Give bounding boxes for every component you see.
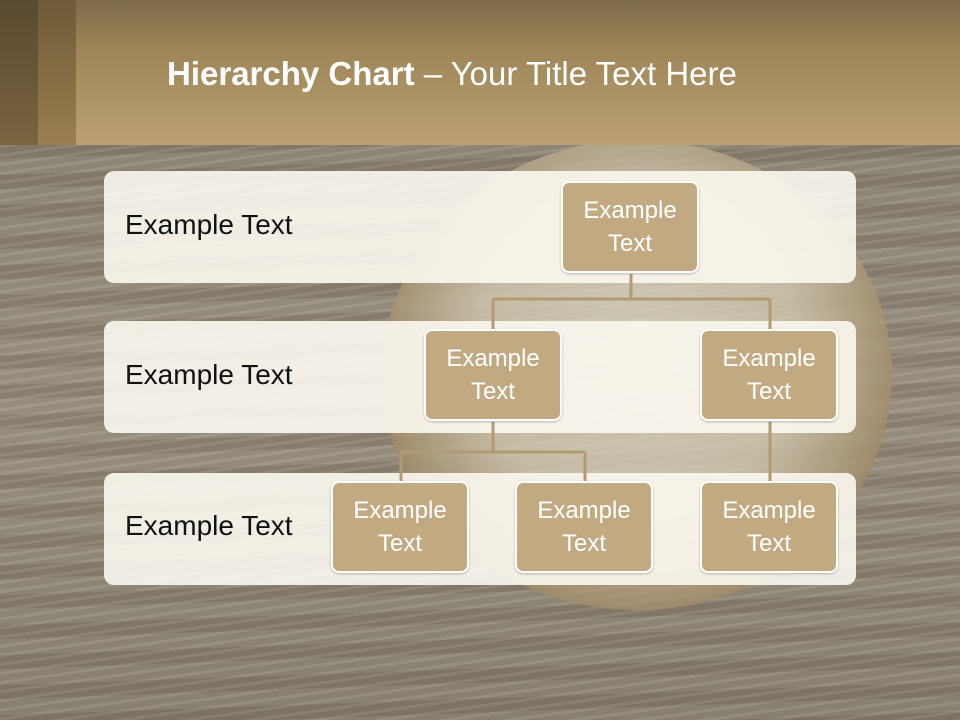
node-root[interactable]: Example Text (561, 181, 699, 273)
node-mid-left-label: Example Text (446, 345, 540, 405)
connector-root-to-mid (491, 274, 772, 329)
node-bottom-2[interactable]: Example Text (515, 481, 653, 573)
node-bottom-2-label: Example Text (537, 497, 631, 557)
node-mid-left[interactable]: Example Text (424, 329, 562, 421)
node-bottom-3[interactable]: Example Text (700, 481, 838, 573)
node-bottom-1-label: Example Text (353, 497, 447, 557)
node-mid-right[interactable]: Example Text (700, 329, 838, 421)
node-root-label: Example Text (583, 197, 677, 257)
node-bottom-3-label: Example Text (722, 497, 816, 557)
title-bold-part: Hierarchy Chart (167, 55, 415, 92)
node-bottom-1[interactable]: Example Text (331, 481, 469, 573)
node-mid-right-label: Example Text (722, 345, 816, 405)
connector-midleft-to-bottom (399, 422, 587, 482)
header-accent-mid (38, 0, 76, 145)
slide-title: Hierarchy Chart – Your Title Text Here (167, 55, 737, 93)
row-label-3: Example Text (125, 510, 293, 541)
slide-header (0, 0, 960, 145)
row-label-1: Example Text (125, 209, 293, 240)
title-rest-part: – Your Title Text Here (414, 55, 737, 92)
row-label-2: Example Text (125, 359, 293, 390)
hierarchy-row-1 (104, 171, 856, 283)
header-accent-dark (0, 0, 38, 145)
